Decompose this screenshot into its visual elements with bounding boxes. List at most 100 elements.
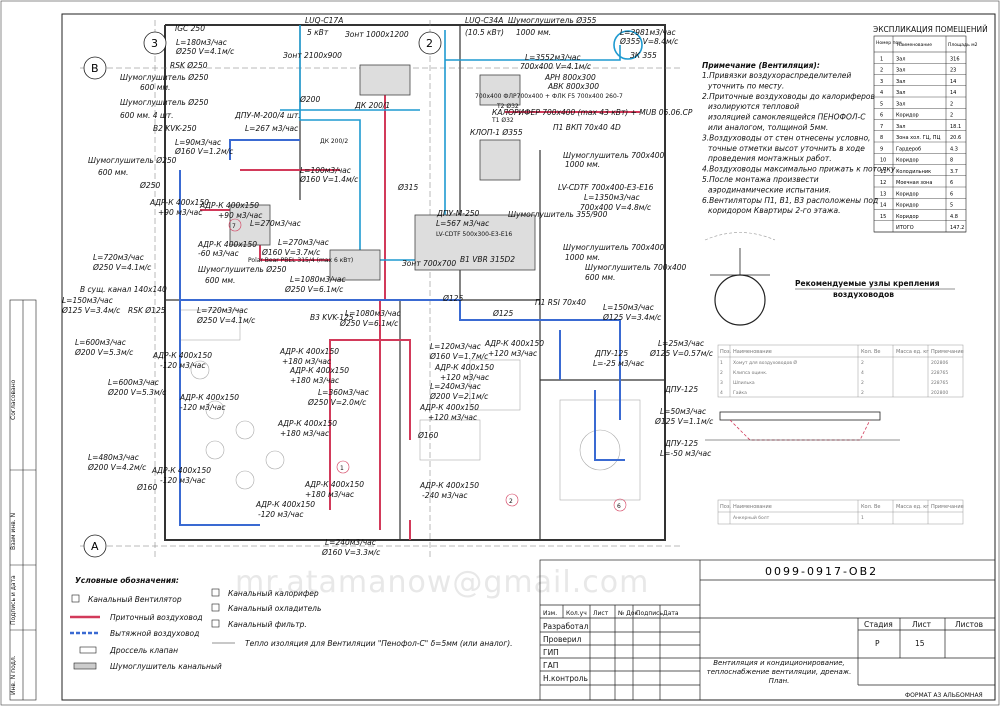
svg-text:АДР-К 400х150: АДР-К 400х150 xyxy=(197,240,257,249)
svg-text:АДР-К 400х150: АДР-К 400х150 xyxy=(149,198,209,207)
svg-text:L=-50 м3/час: L=-50 м3/час xyxy=(660,449,712,458)
svg-text:Канальный фильтр.: Канальный фильтр. xyxy=(228,620,307,629)
svg-text:АДР-К 400х150: АДР-К 400х150 xyxy=(434,363,494,372)
svg-text:Проверил: Проверил xyxy=(543,635,582,644)
svg-text:Ø200: Ø200 xyxy=(299,95,320,104)
svg-text:АВК 800х300: АВК 800х300 xyxy=(547,82,599,91)
svg-text:L=270м3/час: L=270м3/час xyxy=(278,238,330,247)
spec-header: Примечание xyxy=(931,349,964,355)
svg-text:ДПУ-М-250: ДПУ-М-250 xyxy=(436,209,479,218)
spec-cell: 4 xyxy=(861,370,864,376)
svg-text:Канальный калорифер: Канальный калорифер xyxy=(228,589,319,598)
explication-cell: 5 xyxy=(950,203,953,209)
node-title: Рекомендуемые узлы крепления xyxy=(795,279,940,288)
spec-cell: 202806 xyxy=(931,360,948,366)
explication-cell: 7 xyxy=(880,124,883,130)
svg-text:Ø160 V=1.2м/с: Ø160 V=1.2м/с xyxy=(174,147,234,156)
svg-text:-120 м3/час: -120 м3/час xyxy=(258,510,304,519)
svg-text:L=25м3/час: L=25м3/час xyxy=(658,339,705,348)
spec-cell: 4 xyxy=(720,390,723,396)
spec-header: Масса ед. кг xyxy=(896,504,929,510)
svg-text:Шумоглушитель Ø250: Шумоглушитель Ø250 xyxy=(120,73,209,82)
svg-text:L=240м3/час: L=240м3/час xyxy=(325,538,377,547)
svg-text:-60 м3/час: -60 м3/час xyxy=(198,249,240,258)
room-numbers xyxy=(228,218,627,512)
svg-text:Ø250 V=4.1м/с: Ø250 V=4.1м/с xyxy=(175,47,235,56)
svg-text:ДПУ-125: ДПУ-125 xyxy=(664,439,698,448)
spec-header: Примечание xyxy=(931,504,964,510)
spec-header: Наименование xyxy=(733,504,772,510)
explication-cell: Гардероб xyxy=(896,146,921,152)
svg-text:Ø125: Ø125 xyxy=(442,294,463,303)
svg-text:АДР-К 400х150: АДР-К 400х150 xyxy=(277,419,337,428)
svg-text:Разработал: Разработал xyxy=(543,622,589,631)
supply-unit-p1: П1 ВКП 70х40 4D xyxy=(553,123,621,132)
explication-cell: 10 xyxy=(880,158,886,164)
building-walls xyxy=(164,24,666,541)
side-label-agreed: Согласовано xyxy=(10,379,17,420)
svg-text:Ø125: Ø125 xyxy=(492,309,513,318)
svg-text:Ø125 V=0.57м/с: Ø125 V=0.57м/с xyxy=(649,349,714,358)
explication-cell: Зал xyxy=(896,79,905,85)
explication-cell: Зал xyxy=(896,56,905,62)
unit-lu-c34a: LUQ-C34A xyxy=(465,16,503,25)
explication-cell: 15 xyxy=(880,214,886,220)
svg-text:(10.5 кВт): (10.5 кВт) xyxy=(465,28,504,37)
explication-cell: Зал xyxy=(896,68,905,74)
svg-text:Шумоглушитель Ø250: Шумоглушитель Ø250 xyxy=(198,265,287,274)
explication-cell: 3 xyxy=(880,79,883,85)
svg-text:B1 VBR 315D2: B1 VBR 315D2 xyxy=(460,255,515,264)
svg-text:L=600м3/час: L=600м3/час xyxy=(75,338,127,347)
svg-text:RSK Ø125: RSK Ø125 xyxy=(128,306,166,315)
svg-text:ДК 200/1: ДК 200/1 xyxy=(354,101,390,110)
note-line: коридором Квартиры 2-го этажа. xyxy=(708,206,841,215)
svg-text:LV-CDTF 700х400-E3-E16: LV-CDTF 700х400-E3-E16 xyxy=(558,183,654,192)
explication-cell: 2 xyxy=(950,113,953,119)
explication-cell: ИТОГО xyxy=(896,225,914,231)
svg-text:КАЛОРИФЕР 700х400 (max 43 кВт): КАЛОРИФЕР 700х400 (max 43 кВт) + MUB 06.… xyxy=(492,108,693,117)
note-line: аэродинамические испытания. xyxy=(708,185,831,194)
svg-text:Ø200 V=4.2м/с: Ø200 V=4.2м/с xyxy=(87,463,147,472)
svg-text:L=480м3/час: L=480м3/час xyxy=(88,453,140,462)
svg-text:АДР-К 400х150: АДР-К 400х150 xyxy=(304,480,364,489)
svg-text:+90 м3/час: +90 м3/час xyxy=(218,211,263,220)
svg-text:+120 м3/час: +120 м3/час xyxy=(488,349,538,358)
exhaust-unit-b3: B3 KVK-125 xyxy=(310,313,354,322)
spec-cell: Гайка xyxy=(733,389,747,396)
explication-cell: 18.1 xyxy=(950,124,961,130)
spec-cell: Хомут для воздуховодов Ø xyxy=(733,359,797,366)
explication-cell: 8 xyxy=(950,158,953,164)
svg-text:L=90м3/час: L=90м3/час xyxy=(175,138,222,147)
svg-text:Стадия: Стадия xyxy=(864,620,893,629)
svg-text:Ø250 V=6.1м/с: Ø250 V=6.1м/с xyxy=(284,285,344,294)
spec-cell: 202800 xyxy=(931,390,948,396)
explication-cell: Коридор xyxy=(896,113,919,119)
svg-text:Ø125 V=3.4м/с: Ø125 V=3.4м/с xyxy=(602,313,662,322)
svg-text:Ø250 V=6.1м/с: Ø250 V=6.1м/с xyxy=(339,319,399,328)
note-line: 4.Воздуховоды максимально прижать к пото… xyxy=(702,165,898,174)
svg-text:Шумоглушитель 355/900: Шумоглушитель 355/900 xyxy=(508,210,608,219)
explication-cell: 2 xyxy=(880,68,883,74)
explication-cell: Моечная зона xyxy=(896,180,932,186)
note-line: или аналогом, толщиной 5мм. xyxy=(708,123,828,132)
axis-bubble-a: A xyxy=(83,534,107,558)
spec-cell: 1 xyxy=(720,360,723,366)
svg-text:Дроссель клапан: Дроссель клапан xyxy=(109,646,178,655)
svg-text:АДР-К 400х150: АДР-К 400х150 xyxy=(151,466,211,475)
svg-text:Вытяжной воздуховод: Вытяжной воздуховод xyxy=(110,629,199,638)
svg-text:АДР-К 400х150: АДР-К 400х150 xyxy=(179,393,239,402)
watermark: mr.atamanow@gmail.com xyxy=(235,565,649,600)
note-line: 5.После монтажа произвести xyxy=(702,175,819,184)
svg-text:L=2981м3/час: L=2981м3/час xyxy=(620,28,677,37)
note-line: изоляцией самоклеящейся ПЕНОФОЛ-С xyxy=(708,113,866,122)
legend: Условные обозначения: Канальный Вентилят… xyxy=(70,576,513,671)
note-line: точные отметки высот уточнить в ходе xyxy=(708,144,865,153)
svg-text:+180 м3/час: +180 м3/час xyxy=(305,490,355,499)
svg-text:+180 м3/час: +180 м3/час xyxy=(280,429,330,438)
room-number-6: 6 xyxy=(617,503,621,510)
svg-text:Лист: Лист xyxy=(593,610,609,617)
svg-text:Изм.: Изм. xyxy=(543,610,557,617)
svg-text:L=240м3/час: L=240м3/час xyxy=(430,382,482,391)
svg-text:Ø250 V=4.1м/с: Ø250 V=4.1м/с xyxy=(92,263,152,272)
svg-text:АРН 800х300: АРН 800х300 xyxy=(544,73,596,82)
